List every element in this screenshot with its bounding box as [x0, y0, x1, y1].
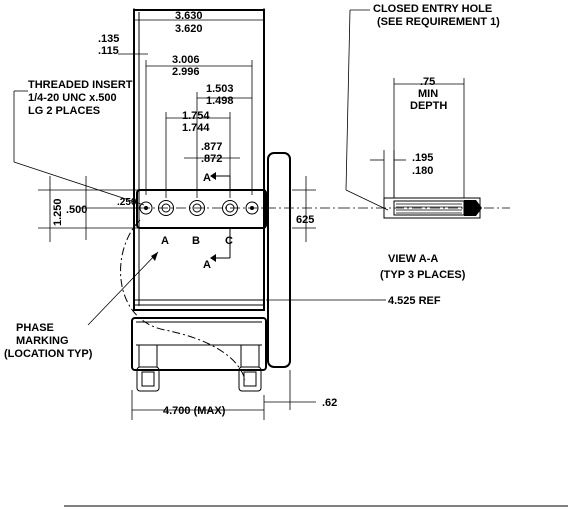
- label-section-view_subtitle: (TYP 3 PLACES): [380, 269, 466, 281]
- label-dimensions-half_height: .500: [66, 204, 87, 216]
- label-dimensions-offset_left-1: .115: [98, 45, 119, 57]
- label-dimensions-pitch_small-0: .877: [201, 141, 222, 153]
- label-section-cut_label: A: [203, 259, 211, 271]
- label-notes-threaded_insert-0: THREADED INSERT: [28, 79, 133, 91]
- label-section-phases-0: A: [161, 235, 169, 247]
- label-notes-closed_entry-1: (SEE REQUIREMENT 1): [377, 16, 500, 28]
- terminal-block-body: [131, 9, 291, 371]
- mounting-feet: [136, 344, 262, 392]
- label-section-phases-1: B: [192, 235, 200, 247]
- label-notes-phase_marking-1: MARKING: [16, 335, 69, 347]
- label-notes-phase_marking-2: (LOCATION TYP): [4, 348, 93, 360]
- label-dimensions-pitch_small-1: .872: [201, 153, 222, 165]
- section-cut-markers: [210, 172, 231, 262]
- label-section-phases-2: C: [225, 235, 233, 247]
- label-section-cut_label: A: [203, 172, 211, 184]
- right-dimensions: [266, 176, 386, 301]
- top-dimensions: [118, 8, 265, 198]
- label-notes-phase_marking-0: PHASE: [16, 322, 54, 334]
- label-section-hole_dia-1: .180: [412, 165, 433, 177]
- label-notes-threaded_insert-1: 1/4-20 UNC x.500: [28, 92, 117, 104]
- label-dimensions-inset_width-1: 2.996: [172, 66, 200, 78]
- label-notes-threaded_insert-2: LG 2 PLACES: [28, 105, 100, 117]
- label-dimensions-pitch_mid-0: 1.754: [182, 110, 210, 122]
- label-dimensions-max_width: 4.700 (MAX): [163, 405, 226, 417]
- section-view-a-a: [340, 9, 510, 219]
- label-dimensions-pitch_large-0: 1.503: [206, 83, 234, 95]
- label-dimensions-inset_width-0: 3.006: [172, 54, 200, 66]
- label-dimensions-hole_offset: .250: [117, 197, 137, 208]
- label-dimensions-pitch_large-1: 1.498: [206, 95, 234, 107]
- label-section-hole_dia-0: .195: [412, 152, 433, 164]
- label-dimensions-pitch_mid-1: 1.744: [182, 122, 210, 134]
- label-notes-closed_entry-0: CLOSED ENTRY HOLE: [373, 3, 492, 15]
- label-dimensions-overall_length: 4.525 REF: [388, 295, 441, 307]
- label-dimensions-overall_width-1: 3.620: [175, 23, 203, 35]
- label-section-depth-2: DEPTH: [410, 100, 447, 112]
- phase-marking-curve: [120, 219, 246, 381]
- bottom-dimensions: [131, 370, 316, 420]
- label-section-depth-1: MIN: [418, 88, 438, 100]
- left-dimensions: [38, 176, 340, 242]
- label-dimensions-overall_width-0: 3.630: [175, 10, 203, 22]
- label-dimensions-right_offset: 625: [296, 214, 314, 226]
- label-dimensions-offset_left-0: .135: [98, 33, 119, 45]
- label-section-depth-0: .75: [420, 76, 435, 88]
- label-dimensions-flange_offset: .62: [322, 397, 337, 409]
- label-section-view_title: VIEW A-A: [388, 253, 438, 265]
- label-dimensions-height: 1.250: [52, 198, 64, 226]
